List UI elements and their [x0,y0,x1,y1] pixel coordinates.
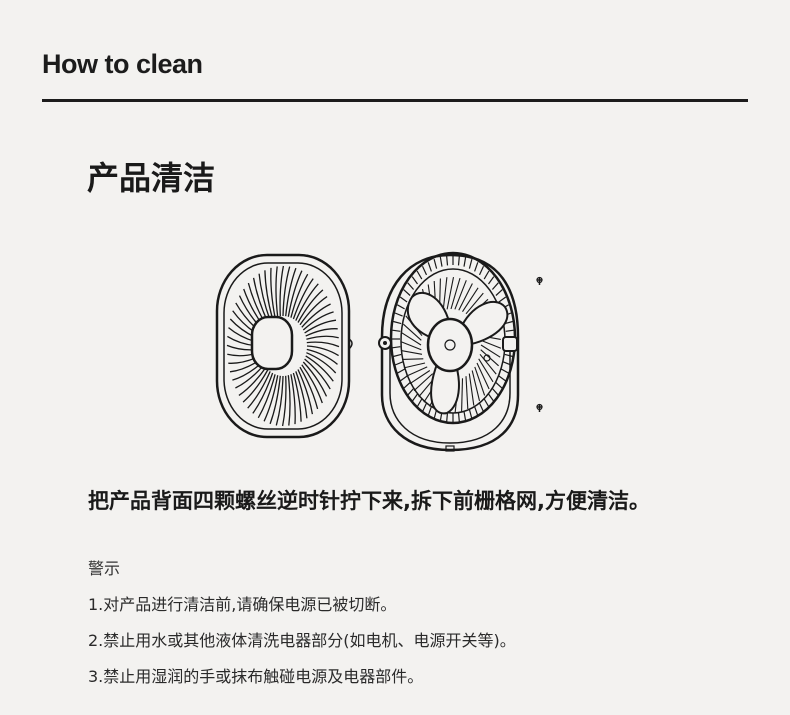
fan-disassembly-illustration [200,245,560,460]
fan-grille-icon [215,253,353,439]
screw-icon [536,403,543,412]
warning-item: 2.禁止用水或其他液体清洗电器部分(如电机、电源开关等)。 [88,631,516,650]
header-divider [42,99,748,102]
page-title: How to clean [42,49,203,79]
screw-icon [536,276,543,285]
fan-body-icon [378,251,520,452]
warning-item: 1.对产品进行清洁前,请确保电源已被切断。 [88,595,397,614]
cleaning-instruction: 把产品背面四颗螺丝逆时针拧下来,拆下前栅格网,方便清洁。 [88,489,650,513]
warning-item: 3.禁止用湿润的手或抹布触碰电源及电器部件。 [88,667,424,686]
warning-title: 警示 [88,559,121,578]
section-title: 产品清洁 [87,159,216,197]
warning-list: 1.对产品进行清洁前,请确保电源已被切断。 2.禁止用水或其他液体清洗电器部分(… [88,592,516,700]
